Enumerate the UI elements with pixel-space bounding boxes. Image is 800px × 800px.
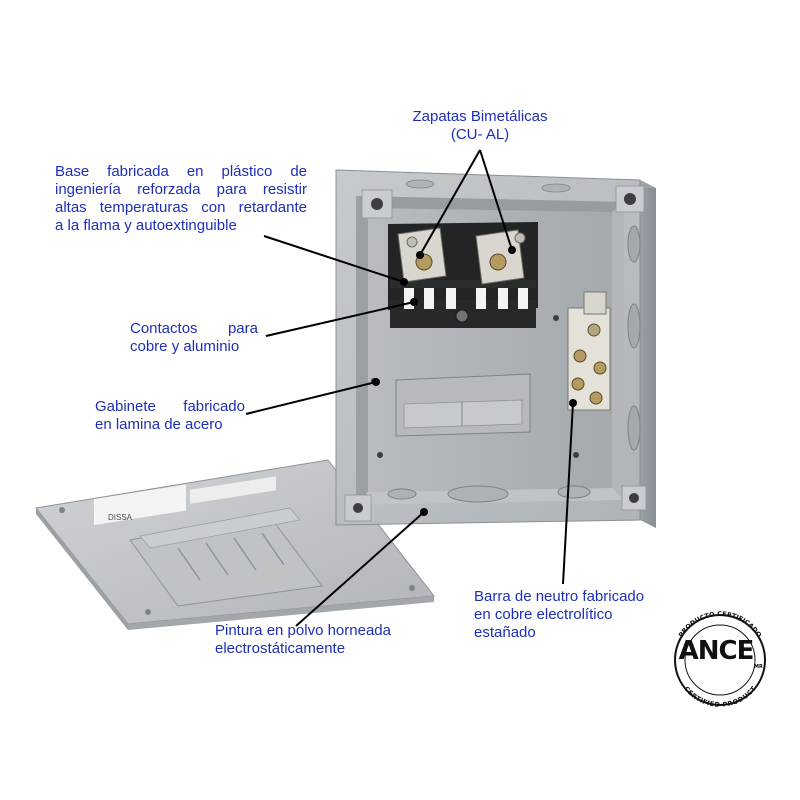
badge-name: ANCE xyxy=(678,636,755,666)
label-pintura: Pintura en polvo horneada electrostática… xyxy=(215,622,391,657)
leader-lines xyxy=(245,149,574,627)
label-contactos: Contactos para cobre y aluminio xyxy=(130,320,258,355)
label-gabinete: Gabinete fabricado en lamina de acero xyxy=(95,398,245,433)
badge-mark: MR xyxy=(754,664,763,670)
cover-brand: DISSA xyxy=(108,513,133,522)
neutral-bar xyxy=(567,291,611,411)
contact-fingers xyxy=(404,285,528,309)
label-zapatas: Zapatas Bimetálicas (CU- AL) xyxy=(412,108,548,143)
cover-label-sticker xyxy=(94,484,186,526)
cover-breaker-knockouts xyxy=(177,532,285,581)
badge-bottom-arc: CERTIFIED PRODUCT xyxy=(682,684,758,708)
cover-sticker-2 xyxy=(190,476,276,504)
leader-dots xyxy=(372,246,577,516)
label-base: Base fabricada en plástico de ingeniería… xyxy=(55,163,307,234)
cover-plate: DISSA xyxy=(35,459,435,630)
label-barra: Barra de neutro fabricado en cobre elect… xyxy=(474,588,645,641)
bimetal-lugs xyxy=(397,227,526,285)
